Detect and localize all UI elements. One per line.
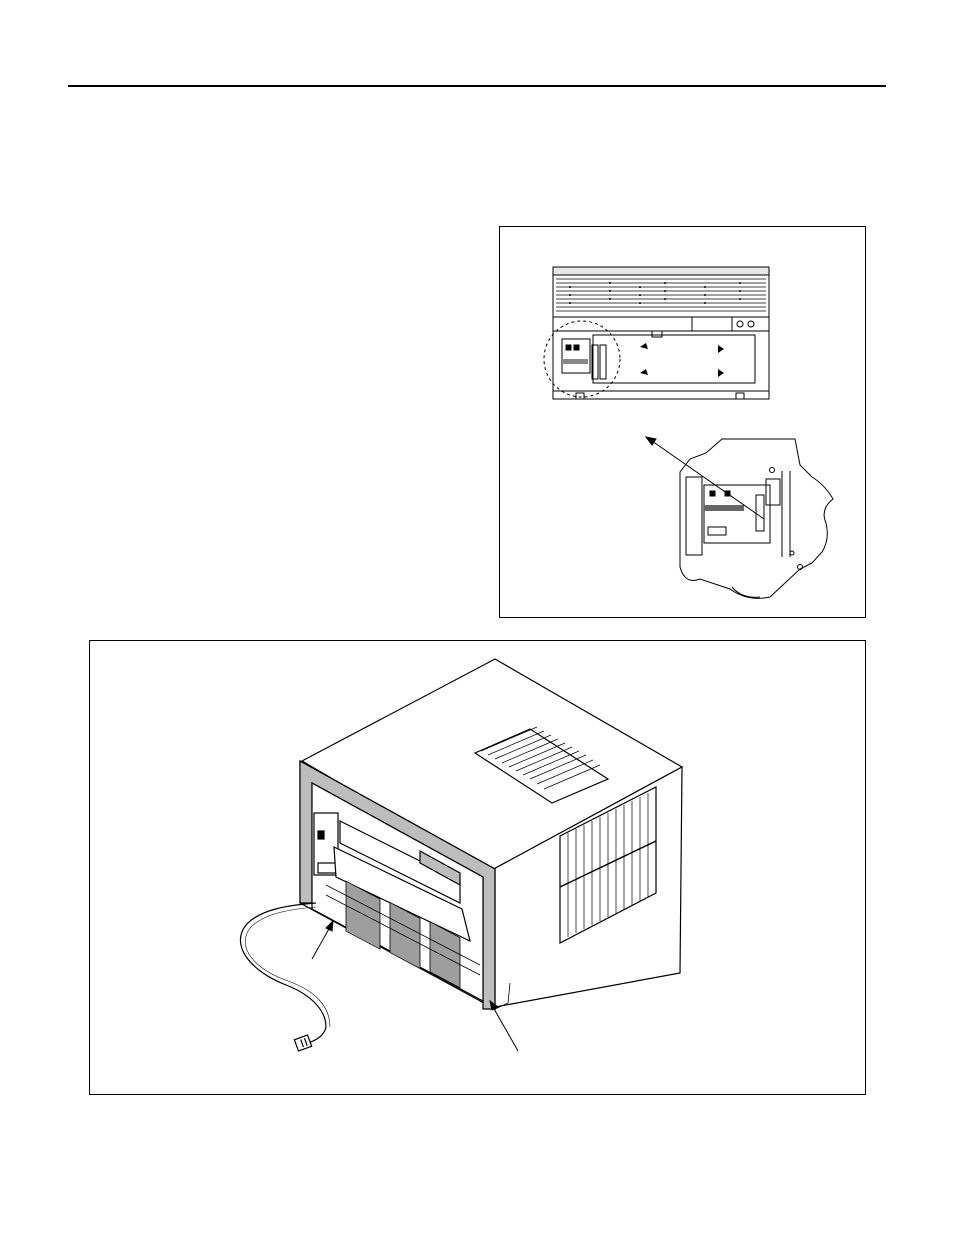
power-plug <box>293 1034 313 1052</box>
control-knob-2 <box>747 320 755 328</box>
top-grille <box>473 728 610 804</box>
control-knob-1 <box>736 320 744 328</box>
top-grille-slats <box>480 726 601 790</box>
power-cord <box>239 902 327 1044</box>
magnified-control-box <box>703 484 771 544</box>
inner-panel <box>592 334 756 384</box>
chassis-panels <box>345 880 461 989</box>
front-louvers <box>556 278 766 312</box>
magnified-detail <box>679 438 834 599</box>
leader-arrow <box>644 436 765 520</box>
front-view-drawing <box>543 266 834 599</box>
front-view-figure <box>499 226 866 618</box>
chassis-view-figure <box>89 640 866 1095</box>
unit-front-outline <box>552 266 770 400</box>
magnification-circle <box>543 320 621 398</box>
leader-arrows <box>311 919 519 1052</box>
unit-top-trim <box>552 266 770 276</box>
evaporator-tray <box>333 846 471 943</box>
mounting-arrows <box>640 343 724 377</box>
header-rule <box>68 85 886 87</box>
chassis-drawing <box>239 658 684 1052</box>
control-box <box>561 338 591 374</box>
louver-dots <box>569 282 741 304</box>
